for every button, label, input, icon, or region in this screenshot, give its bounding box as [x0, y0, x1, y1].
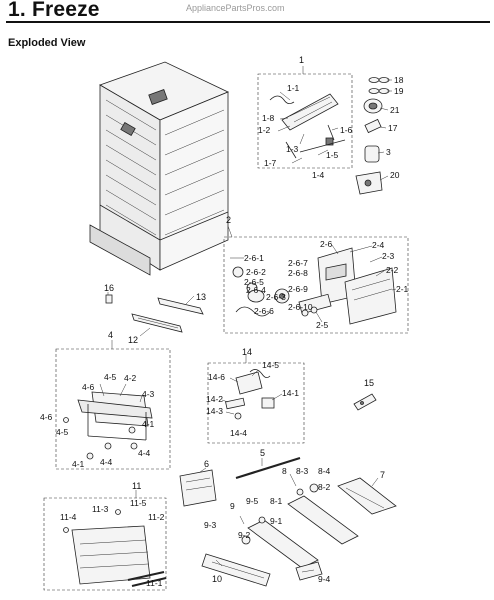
label-2-6-9: 2-6-9	[288, 284, 308, 294]
label-10: 10	[212, 574, 222, 584]
label-5: 5	[260, 448, 265, 458]
label-16: 16	[104, 283, 114, 293]
label-2-6-6: 2-6-6	[254, 306, 274, 316]
label-2-1: 2-1	[396, 284, 409, 294]
fan-assembly-group	[257, 66, 353, 169]
label-14-1: 14-1	[282, 388, 299, 398]
lower-basket-group	[43, 490, 167, 591]
label-1-4: 1-4	[312, 170, 325, 180]
label-4-4-right: 4-4	[138, 448, 151, 458]
label-14-3: 14-3	[206, 406, 223, 416]
label-4-3: 4-3	[142, 389, 155, 399]
freezer-drawer-group	[55, 340, 171, 470]
loose-parts-top-right	[355, 77, 390, 195]
label-8-4: 8-4	[318, 466, 331, 476]
label-4-1-bottom: 4-1	[72, 459, 85, 469]
label-2-6: 2-6	[320, 239, 333, 249]
label-1: 1	[299, 55, 304, 65]
label-17: 17	[388, 123, 398, 133]
label-2-6-10: 2-6-10	[288, 302, 313, 312]
label-1-8: 1-8	[262, 113, 275, 123]
label-20: 20	[390, 170, 400, 180]
label-1-2: 1-2	[258, 125, 271, 135]
label-11-1: 11-1	[146, 578, 163, 588]
label-3: 3	[386, 147, 391, 157]
freezer-cabinet	[89, 61, 229, 276]
label-12: 12	[128, 335, 138, 345]
label-9-2: 9-2	[238, 530, 251, 540]
label-8-3: 8-3	[296, 466, 309, 476]
label-11-4: 11-4	[60, 512, 77, 522]
label-11: 11	[132, 481, 141, 491]
label-4: 4	[108, 330, 113, 340]
label-8-2: 8-2	[318, 482, 331, 492]
section-subtitle: Exploded View	[8, 37, 86, 49]
lower-right-parts	[179, 456, 397, 587]
rail-parts	[105, 294, 204, 333]
label-1-1: 1-1	[287, 83, 300, 93]
label-7: 7	[380, 470, 385, 480]
label-2: 2	[226, 215, 231, 225]
label-4-6-side: 4-6	[40, 412, 53, 422]
label-9-1: 9-1	[270, 516, 283, 526]
label-2-6-1: 2-6-1	[244, 253, 264, 263]
label-13: 13	[196, 292, 206, 302]
icemaker-bracket-group	[207, 355, 305, 444]
label-4-2: 4-2	[124, 373, 137, 383]
label-18: 18	[394, 75, 404, 85]
evaporator-cover-group	[223, 225, 409, 334]
page-title: 1. Freeze	[8, 0, 100, 21]
label-9-5: 9-5	[246, 496, 259, 506]
label-2-3: 2-3	[382, 251, 395, 261]
label-2-6-3: 2-6-3	[266, 292, 286, 302]
label-9-4: 9-4	[318, 574, 331, 584]
label-1-3: 1-3	[286, 144, 299, 154]
label-8: 8	[282, 466, 287, 476]
watermark: AppliancePartsPros.com	[186, 3, 285, 13]
label-11-3: 11-3	[92, 504, 109, 514]
label-1-5: 1-5	[326, 150, 339, 160]
label-4-5-top: 4-5	[104, 372, 117, 382]
label-2-2: 2-2	[386, 265, 399, 275]
label-2-4: 2-4	[372, 240, 385, 250]
label-9: 9	[230, 501, 235, 511]
title-rule	[6, 21, 490, 23]
label-11-5: 11-5	[130, 498, 147, 508]
part-labels: 1 1-1 1-8 1-2 1-3 1-6 1-5 1-7 1-4 18 19 …	[40, 55, 409, 588]
label-21: 21	[390, 105, 400, 115]
label-19: 19	[394, 86, 404, 96]
label-2-6-8: 2-6-8	[288, 268, 308, 278]
label-6: 6	[204, 459, 209, 469]
label-1-7: 1-7	[264, 158, 277, 168]
label-2-6-4: 2-6-4	[246, 285, 266, 295]
label-9-3: 9-3	[204, 520, 217, 530]
bracket-15	[353, 393, 377, 411]
label-4-4-bottom: 4-4	[100, 457, 113, 467]
label-14-6: 14-6	[208, 372, 225, 382]
label-2-6-2: 2-6-2	[246, 267, 266, 277]
label-14-2: 14-2	[206, 394, 223, 404]
leader-lines	[99, 79, 397, 573]
label-11-2: 11-2	[148, 512, 165, 522]
label-2-5: 2-5	[316, 320, 329, 330]
label-14: 14	[242, 347, 252, 357]
label-2-6-7: 2-6-7	[288, 258, 308, 268]
label-14-4: 14-4	[230, 428, 247, 438]
label-4-6-top: 4-6	[82, 382, 95, 392]
label-1-6: 1-6	[340, 125, 353, 135]
label-4-5-side: 4-5	[56, 427, 69, 437]
label-8-1: 8-1	[270, 496, 283, 506]
label-14-5: 14-5	[262, 360, 279, 370]
label-4-1-right: 4-1	[142, 419, 155, 429]
label-2-6-5: 2-6-5	[244, 277, 264, 287]
label-15: 15	[364, 378, 374, 388]
